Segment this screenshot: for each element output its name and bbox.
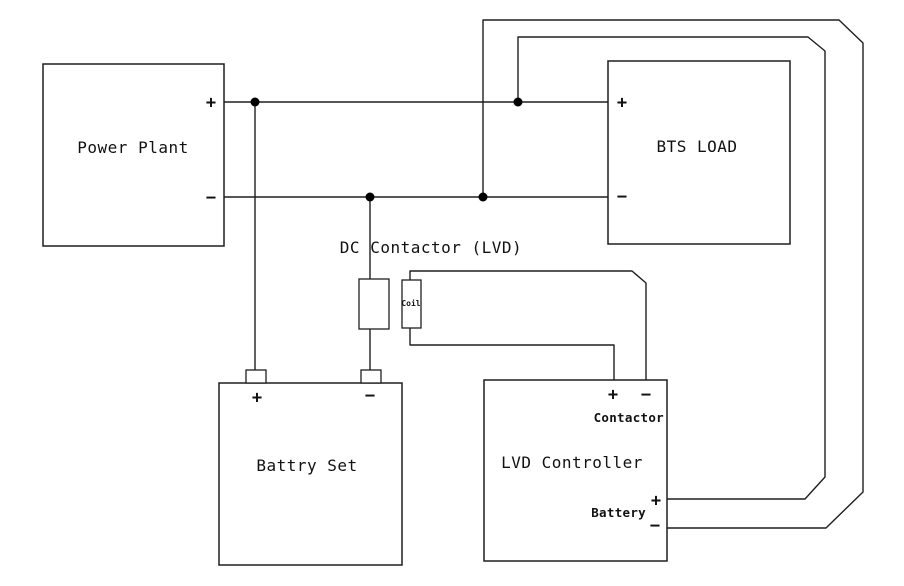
lvd-controller-box — [483, 379, 668, 562]
power-plant-minus-terminal: − — [206, 188, 216, 208]
bts-load-box — [607, 60, 791, 245]
bts-load-block: BTS LOAD + − — [607, 60, 791, 245]
battery-set-block: Battry Set + − — [218, 369, 403, 566]
lvd-contactor-plus-terminal: + — [608, 385, 618, 405]
power-plant-label: Power Plant — [77, 138, 188, 157]
bts-load-plus-terminal: + — [617, 93, 627, 113]
junction-dot-icon — [478, 192, 488, 202]
lvd-controller-block: LVD Controller + − Contactor Battery + − — [483, 379, 668, 562]
dc-contactor-group: DC Contactor (LVD) Coil — [340, 238, 522, 330]
lvd-battery-plus-terminal: + — [651, 491, 661, 511]
battery-plus-post — [245, 369, 267, 384]
lvd-contactor-terminals-label: Contactor — [594, 410, 665, 425]
power-plant-box — [42, 63, 225, 247]
junction-dot-icon — [250, 97, 260, 107]
power-plant-block: Power Plant + − — [42, 63, 225, 247]
contactor-coil-label: Coil — [401, 298, 420, 308]
battery-set-label: Battry Set — [256, 456, 357, 475]
bts-load-label: BTS LOAD — [656, 137, 737, 156]
dc-contactor-label: DC Contactor (LVD) — [340, 238, 522, 257]
battery-set-plus-terminal: + — [252, 388, 262, 408]
lvd-controller-label: LVD Controller — [501, 453, 643, 472]
contactor-coil-box — [401, 279, 422, 329]
battery-minus-post — [360, 369, 382, 384]
lvd-battery-terminals-label: Battery — [591, 505, 646, 520]
wire-coil-to-contactor-minus — [409, 270, 647, 380]
lvd-contactor-minus-terminal: − — [641, 385, 651, 405]
junction-dot-icon — [365, 192, 375, 202]
wire-positive-loop-to-lvd-battery-plus — [517, 36, 826, 500]
contactor-switch-box — [358, 278, 390, 330]
junction-dots — [250, 97, 523, 202]
junction-dot-icon — [513, 97, 523, 107]
bts-load-minus-terminal: − — [617, 187, 627, 207]
battery-set-minus-terminal: − — [365, 386, 375, 406]
power-plant-plus-terminal: + — [206, 93, 216, 113]
battery-set-box — [218, 382, 403, 566]
wire-coil-to-contactor-plus — [409, 328, 615, 380]
lvd-battery-minus-terminal: − — [650, 516, 660, 536]
wire-negative-loop-to-lvd-battery-minus — [482, 19, 864, 529]
